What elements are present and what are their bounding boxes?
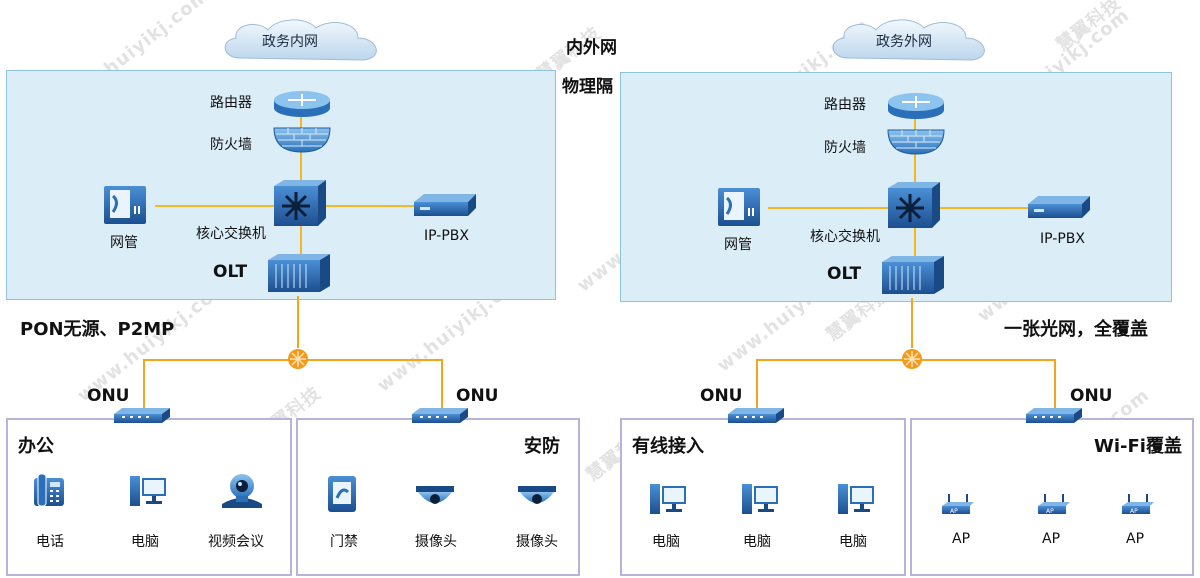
left-core-switch-label: 核心交换机 <box>196 226 266 242</box>
left-cloud-label: 政务内网 <box>262 34 318 50</box>
office-item-label: 电话 <box>36 534 64 550</box>
telephone-icon <box>34 473 64 507</box>
left-zone-office-title: 办公 <box>18 436 54 457</box>
left-onu-b-label: ONU <box>456 386 499 406</box>
olt-icon <box>268 254 330 292</box>
onu-device-icon <box>728 408 784 423</box>
svg-text:AP: AP <box>1130 508 1138 515</box>
wifi-item-label: AP <box>1126 531 1145 547</box>
access-control-icon <box>328 476 356 512</box>
server-icon <box>718 188 760 226</box>
video-conference-icon <box>222 474 262 508</box>
wired-item-label: 电脑 <box>652 534 680 550</box>
wifi-item-label: AP <box>952 531 971 547</box>
watermark-brand: 慧翼科技 <box>1052 0 1126 56</box>
left-pbx-label: IP-PBX <box>424 228 469 244</box>
right-nms-label: 网管 <box>724 237 752 253</box>
left-firewall-label: 防火墙 <box>210 137 252 153</box>
right-core-switch-label: 核心交换机 <box>810 229 880 245</box>
onu-device-icon <box>1026 408 1082 423</box>
splitter-icon <box>902 349 922 369</box>
left-drop-fiber-a <box>143 359 145 411</box>
computer-icon <box>650 484 686 514</box>
camera-icon <box>518 486 556 504</box>
right-firewall-label: 防火墙 <box>824 140 866 156</box>
office-item-label: 电脑 <box>131 534 159 550</box>
svg-text:AP: AP <box>1046 508 1054 515</box>
core-switch-icon <box>888 182 940 228</box>
left-onu-a-label: ONU <box>87 386 130 406</box>
computer-icon <box>130 476 166 506</box>
right-router-label: 路由器 <box>824 97 866 113</box>
computer-icon <box>742 484 778 514</box>
security-item-label: 摄像头 <box>516 534 558 550</box>
wifi-item-label: AP <box>1042 531 1061 547</box>
wired-item-label: 电脑 <box>839 534 867 550</box>
isolation-label-line2: 物理隔 <box>562 77 613 97</box>
cloud-icon <box>832 19 985 61</box>
left-nms-label: 网管 <box>110 235 138 251</box>
wired-item-label: 电脑 <box>743 534 771 550</box>
olt-icon <box>882 256 944 294</box>
right-olt-label: OLT <box>827 264 862 284</box>
server-icon <box>104 186 146 224</box>
pbx-icon <box>1028 196 1090 218</box>
left-drop-fiber-b <box>441 359 443 411</box>
pbx-icon <box>414 194 476 216</box>
computer-icon <box>838 484 874 514</box>
left-feeder-fiber <box>297 296 299 348</box>
right-drop-fiber-a <box>756 359 758 411</box>
onu-device-icon <box>114 408 170 423</box>
router-icon <box>888 93 944 119</box>
right-onu-a-label: ONU <box>700 386 743 406</box>
svg-text:AP: AP <box>950 508 958 515</box>
left-tagline: PON无源、P2MP <box>20 319 175 340</box>
right-zone-wired-title: 有线接入 <box>632 436 704 457</box>
core-switch-icon <box>274 180 326 226</box>
right-pbx-label: IP-PBX <box>1040 231 1085 247</box>
cloud-icon <box>224 19 377 61</box>
office-item-label: 视频会议 <box>208 534 264 550</box>
right-tagline: 一张光网，全覆盖 <box>1004 319 1148 340</box>
right-feeder-fiber <box>911 298 913 348</box>
firewall-icon <box>887 129 945 155</box>
left-router-label: 路由器 <box>210 95 252 111</box>
splitter-icon <box>288 349 308 369</box>
security-item-label: 摄像头 <box>415 534 457 550</box>
access-point-icon: AP <box>942 494 974 515</box>
left-zone-security-title: 安防 <box>524 436 560 457</box>
access-point-icon: AP <box>1038 494 1070 515</box>
onu-device-icon <box>412 408 468 423</box>
right-onu-b-label: ONU <box>1070 386 1113 406</box>
camera-icon <box>416 486 454 504</box>
left-olt-label: OLT <box>213 262 248 282</box>
right-cloud-label: 政务外网 <box>876 34 932 50</box>
firewall-icon <box>273 127 331 153</box>
router-icon <box>274 91 330 117</box>
security-item-label: 门禁 <box>330 534 358 550</box>
access-point-icon: AP <box>1122 494 1154 515</box>
isolation-label-line1: 内外网 <box>566 38 617 58</box>
right-drop-fiber-b <box>1054 359 1056 411</box>
right-zone-wifi-title: Wi-Fi覆盖 <box>1094 436 1182 457</box>
